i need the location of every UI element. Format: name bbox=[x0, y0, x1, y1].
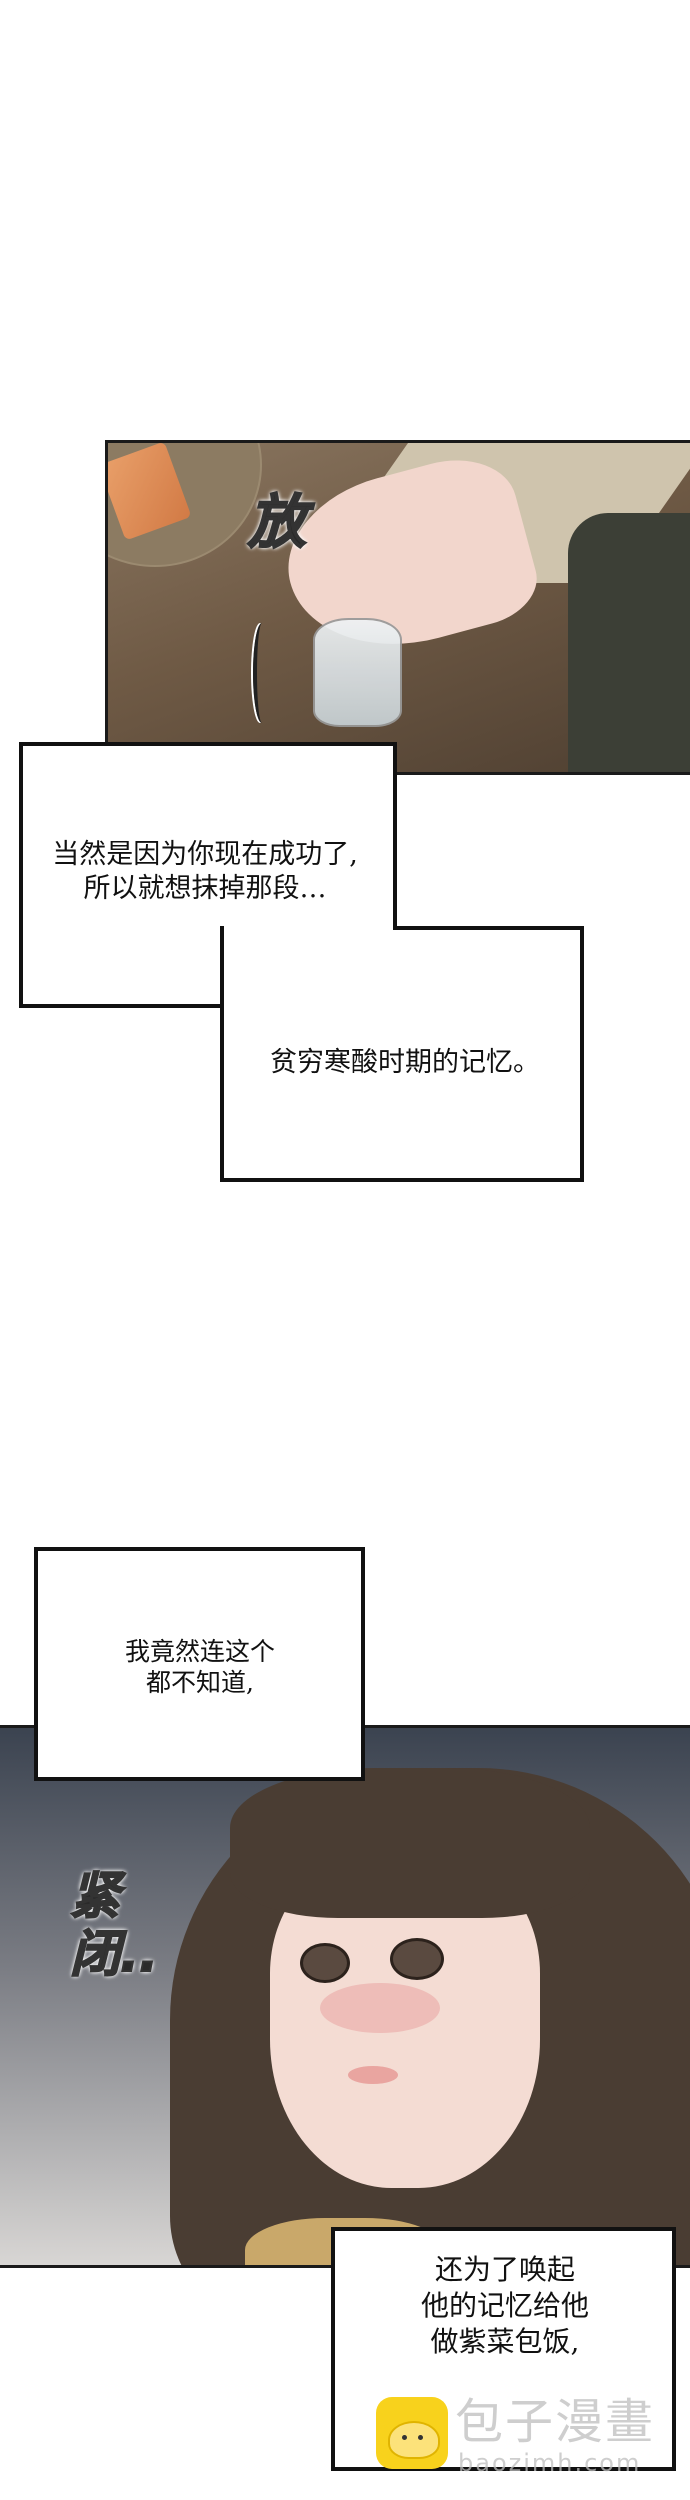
caption-box-3 bbox=[34, 1547, 365, 1781]
blush bbox=[320, 1983, 440, 2033]
motion-lines bbox=[253, 623, 271, 723]
comic-panel-girl: 紧闭.. bbox=[0, 1725, 690, 2268]
caption-text-1: 当然是因为你现在成功了, 所以就想抹掉那段… bbox=[52, 839, 358, 904]
watermark-name: 包子漫畫 bbox=[455, 2394, 656, 2450]
lips bbox=[348, 2066, 398, 2084]
watermark-url: baozimh.com bbox=[458, 2449, 642, 2477]
caption-text-3: 我竟然连这个 都不知道, bbox=[124, 1637, 275, 1698]
caption-text-4: 还为了唤起 他的记忆给他 做紫菜包饭, bbox=[420, 2253, 589, 2358]
caption-text-2: 贫穷寒酸时期的记忆。 bbox=[270, 1047, 540, 1078]
dark-pants bbox=[568, 513, 690, 772]
comic-panel-hand-glass: 放 bbox=[105, 440, 690, 775]
sfx-put-down: 放 bbox=[247, 488, 307, 556]
glass bbox=[313, 618, 402, 727]
eye-left bbox=[300, 1943, 350, 1983]
eye-right bbox=[390, 1938, 444, 1980]
hand bbox=[270, 444, 546, 672]
watermark-logo-icon bbox=[376, 2397, 448, 2469]
sfx-shut-tight: 紧闭.. bbox=[69, 1866, 159, 1983]
caption-box-2 bbox=[220, 926, 584, 1182]
bangs bbox=[230, 1768, 590, 1918]
